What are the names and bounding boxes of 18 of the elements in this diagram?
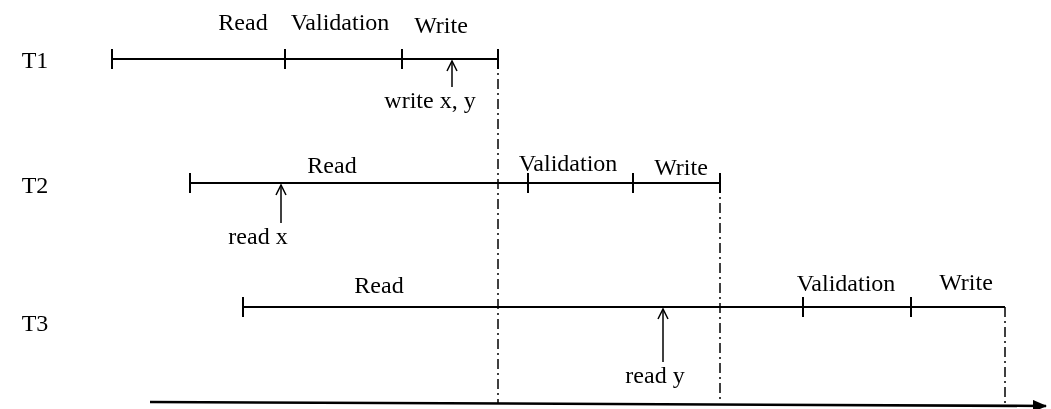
phase-label: Write — [939, 270, 993, 294]
transaction-label: T2 — [21, 173, 49, 197]
phase-label: Write — [654, 155, 708, 179]
phase-label: Read — [218, 10, 268, 34]
phase-label: Read — [354, 273, 404, 297]
phase-label: Validation — [518, 151, 618, 175]
phase-label: Read — [307, 153, 357, 177]
phase-label: Write — [414, 13, 468, 37]
transaction-label: T1 — [21, 48, 49, 72]
annotation-text: read y — [625, 363, 685, 387]
annotation-text: write x, y — [384, 88, 476, 112]
phase-label: Validation — [290, 10, 390, 34]
leader-arrow — [446, 60, 458, 88]
annotation-text: read x — [228, 224, 288, 248]
phase-label: Validation — [796, 271, 896, 295]
leader-arrow — [657, 308, 669, 363]
leader-arrow — [275, 184, 287, 224]
transaction-label: T3 — [21, 311, 49, 335]
